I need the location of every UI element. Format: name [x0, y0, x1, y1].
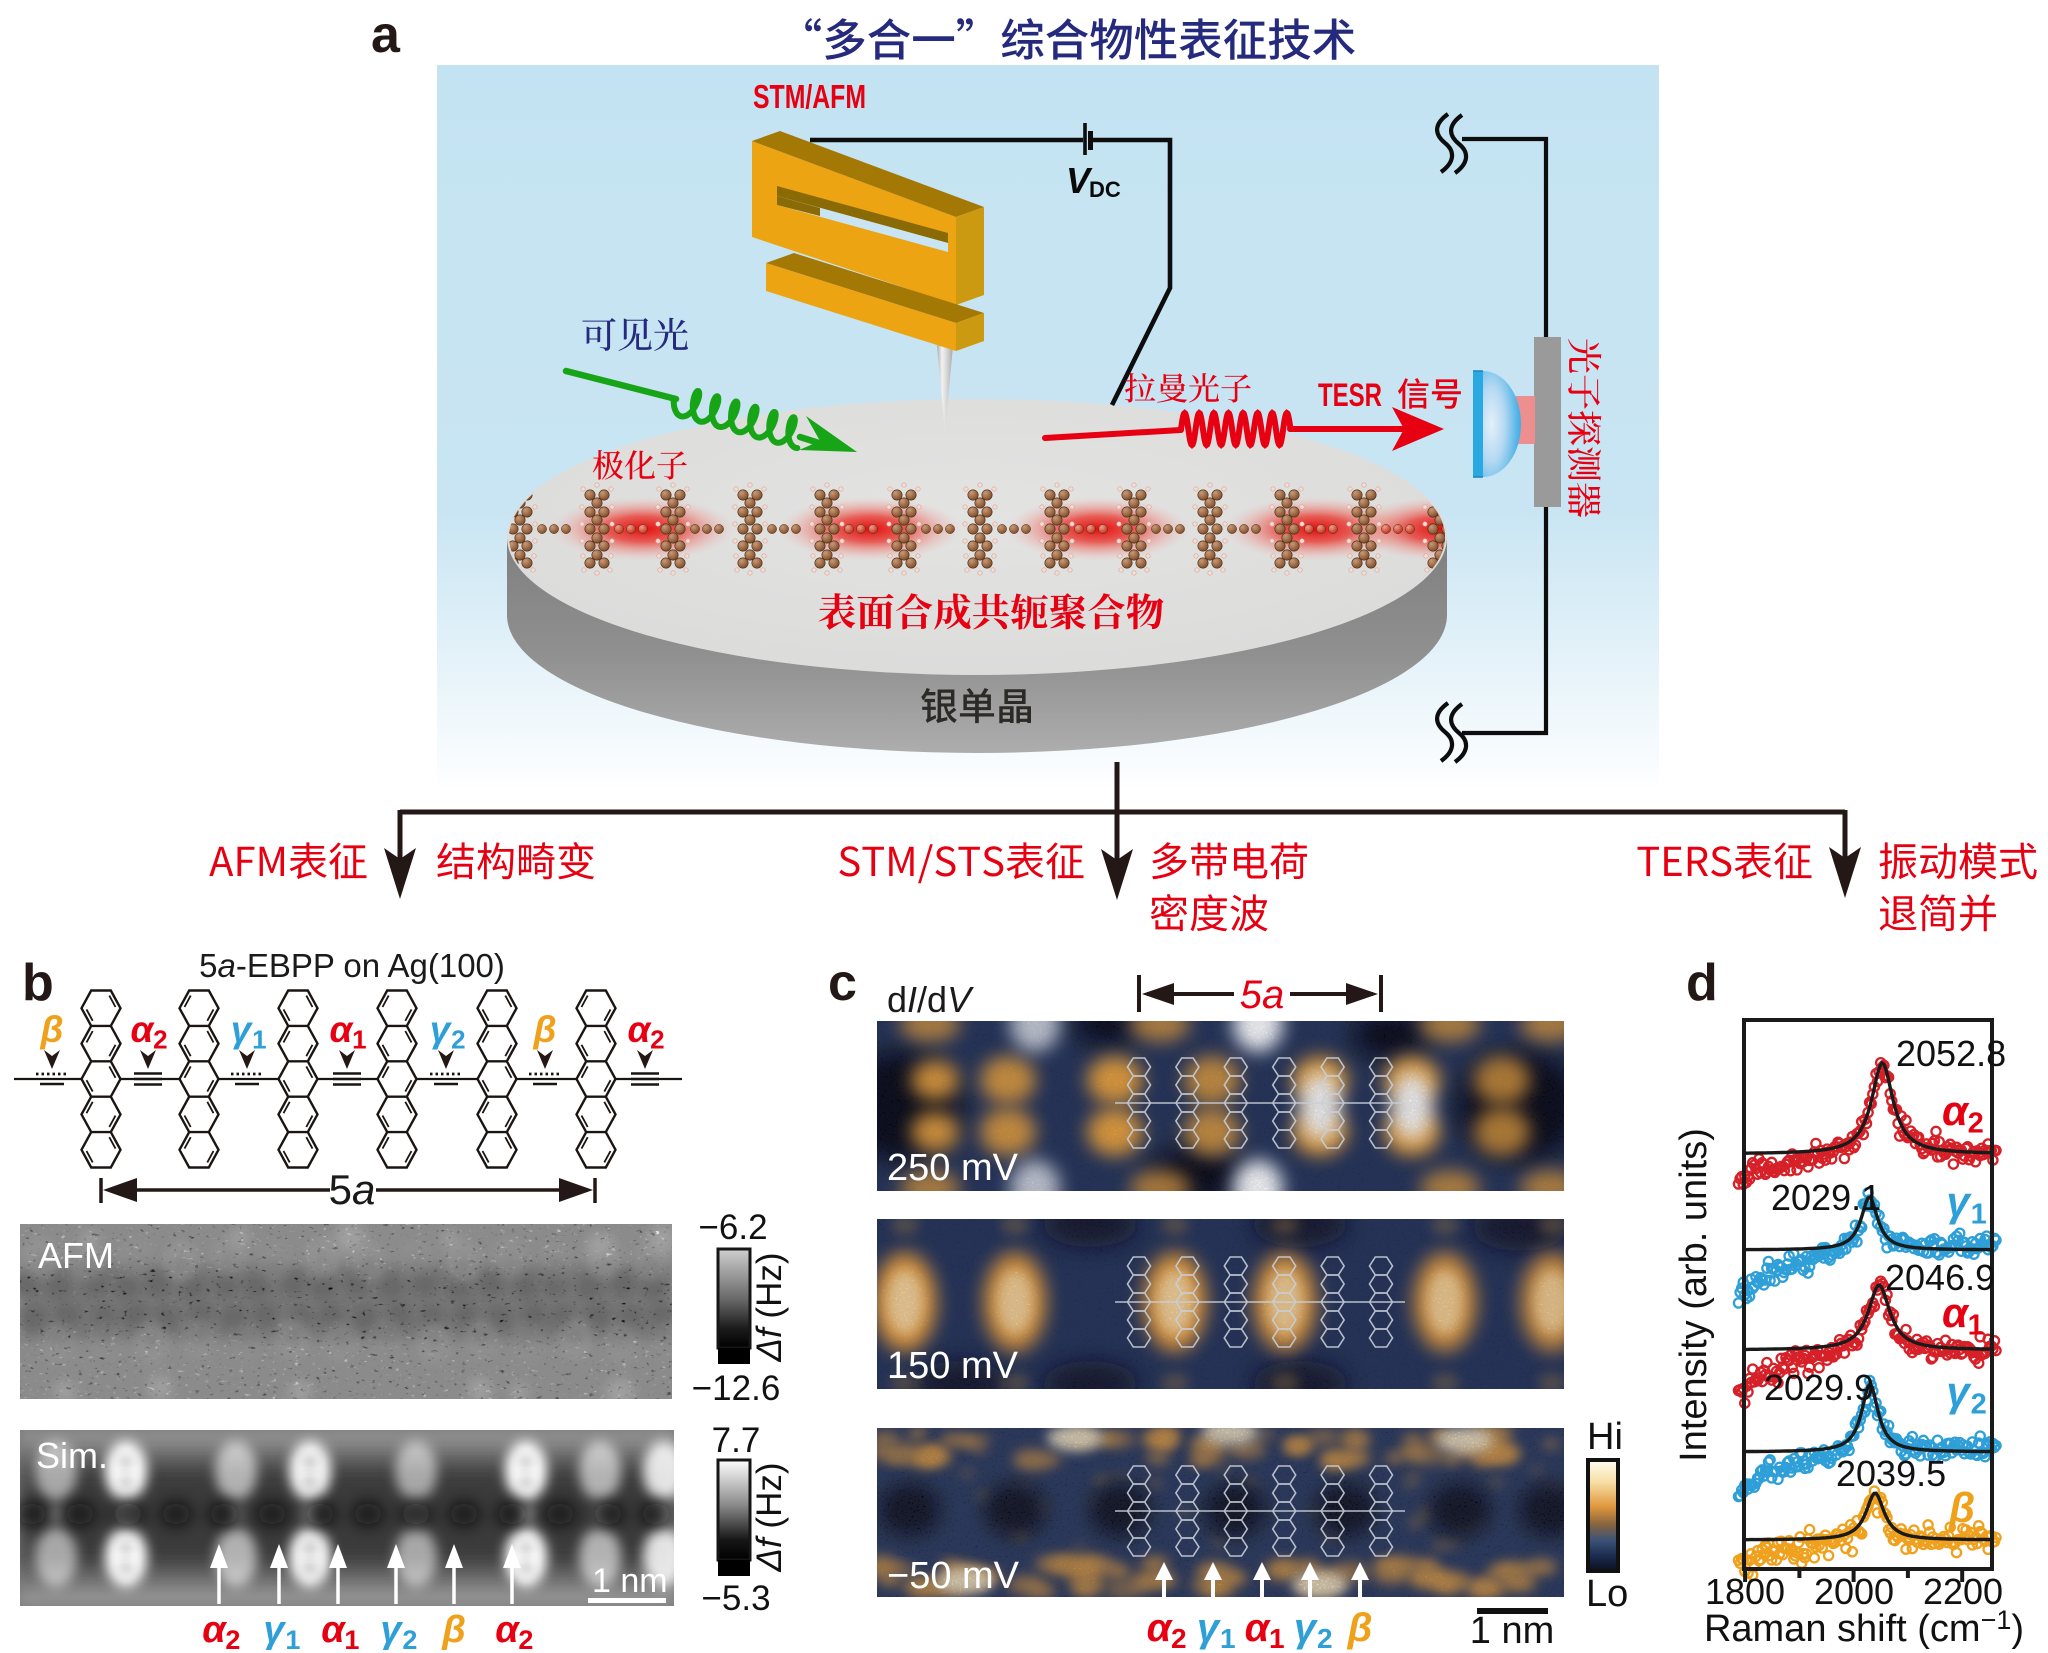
- svg-text:−6.2: −6.2: [698, 1208, 767, 1247]
- svg-text:1: 1: [252, 1025, 266, 1055]
- svg-text:2: 2: [451, 1025, 465, 1055]
- svg-text:7.7: 7.7: [712, 1421, 761, 1460]
- svg-text:STM/AFM: STM/AFM: [753, 78, 866, 115]
- svg-text:α: α: [1942, 1087, 1970, 1134]
- svg-text:β: β: [1948, 1484, 1975, 1531]
- svg-text:β: β: [1347, 1606, 1373, 1650]
- svg-text:a: a: [371, 6, 401, 64]
- svg-text:TESR: TESR: [1318, 377, 1382, 413]
- svg-text:α: α: [321, 1609, 346, 1651]
- svg-text:2052.8: 2052.8: [1896, 1033, 2006, 1074]
- svg-text:γ: γ: [1294, 1606, 1319, 1650]
- svg-text:γ: γ: [430, 1009, 453, 1050]
- svg-text:2: 2: [225, 1625, 240, 1653]
- svg-text:β: β: [533, 1009, 557, 1050]
- svg-text:5a-EBPP on Ag(100): 5a-EBPP on Ag(100): [199, 947, 505, 984]
- svg-text:β: β: [441, 1609, 466, 1651]
- svg-text:α: α: [202, 1609, 227, 1651]
- svg-text:2: 2: [153, 1025, 167, 1055]
- svg-text:1: 1: [352, 1025, 366, 1055]
- svg-text:2029.1: 2029.1: [1771, 1177, 1881, 1218]
- svg-text:150 mV: 150 mV: [887, 1345, 1019, 1387]
- svg-text:2: 2: [650, 1025, 664, 1055]
- svg-text:1: 1: [344, 1625, 359, 1653]
- svg-text:V: V: [1066, 160, 1093, 201]
- svg-text:250 mV: 250 mV: [887, 1147, 1019, 1189]
- svg-text:γ: γ: [1946, 1368, 1972, 1415]
- svg-text:1: 1: [1220, 1623, 1236, 1653]
- svg-text:2046.9: 2046.9: [1885, 1257, 1995, 1298]
- svg-text:Raman shift (cm−1): Raman shift (cm−1): [1704, 1605, 2024, 1650]
- svg-text:1: 1: [285, 1625, 300, 1653]
- svg-text:2: 2: [1971, 1389, 1987, 1421]
- svg-text:Hi: Hi: [1587, 1416, 1623, 1458]
- svg-text:Lo: Lo: [1586, 1573, 1628, 1615]
- svg-text:1: 1: [1971, 1199, 1987, 1231]
- svg-text:1800: 1800: [1705, 1571, 1785, 1612]
- svg-text:α: α: [495, 1609, 520, 1651]
- svg-text:b: b: [22, 954, 54, 1012]
- svg-text:c: c: [828, 954, 857, 1012]
- svg-text:dI/dV: dI/dV: [887, 979, 974, 1020]
- svg-text:−5.3: −5.3: [701, 1579, 770, 1618]
- svg-text:α: α: [1147, 1606, 1174, 1650]
- svg-text:−12.6: −12.6: [692, 1369, 781, 1408]
- svg-text:γ: γ: [231, 1009, 254, 1050]
- svg-text:2029.9: 2029.9: [1764, 1367, 1874, 1408]
- svg-text:α: α: [131, 1009, 156, 1050]
- svg-text:d: d: [1686, 954, 1718, 1012]
- svg-text:γ: γ: [380, 1609, 403, 1651]
- svg-text:2: 2: [1968, 1108, 1984, 1140]
- svg-text:Δf (Hz): Δf (Hz): [750, 1462, 789, 1572]
- svg-text:2: 2: [1171, 1623, 1187, 1653]
- svg-text:2: 2: [402, 1625, 417, 1653]
- svg-text:−50 mV: −50 mV: [887, 1555, 1020, 1597]
- svg-text:Intensity (arb. units): Intensity (arb. units): [1673, 1128, 1715, 1462]
- svg-text:5a: 5a: [329, 1166, 376, 1213]
- svg-text:β: β: [40, 1009, 64, 1050]
- svg-text:γ: γ: [1197, 1606, 1222, 1650]
- svg-text:α: α: [1942, 1289, 1970, 1336]
- svg-text:α: α: [330, 1009, 355, 1050]
- svg-text:γ: γ: [1946, 1178, 1972, 1225]
- svg-text:1 nm: 1 nm: [1470, 1610, 1554, 1652]
- svg-text:α: α: [1245, 1606, 1272, 1650]
- svg-text:DC: DC: [1089, 177, 1121, 202]
- svg-text:γ: γ: [263, 1609, 286, 1651]
- svg-text:Sim.: Sim.: [36, 1435, 108, 1476]
- svg-text:2039.5: 2039.5: [1836, 1453, 1946, 1494]
- svg-text:2000: 2000: [1814, 1571, 1894, 1612]
- svg-text:2200: 2200: [1923, 1571, 2003, 1612]
- svg-text:2: 2: [518, 1625, 533, 1653]
- svg-text:1 nm: 1 nm: [592, 1562, 668, 1600]
- svg-text:1: 1: [1269, 1623, 1285, 1653]
- svg-text:5a: 5a: [1240, 973, 1285, 1017]
- svg-text:Δf (Hz): Δf (Hz): [750, 1252, 789, 1362]
- svg-text:AFM: AFM: [38, 1235, 114, 1276]
- svg-text:α: α: [628, 1009, 653, 1050]
- svg-text:2: 2: [1317, 1623, 1333, 1653]
- svg-text:1: 1: [1968, 1310, 1984, 1342]
